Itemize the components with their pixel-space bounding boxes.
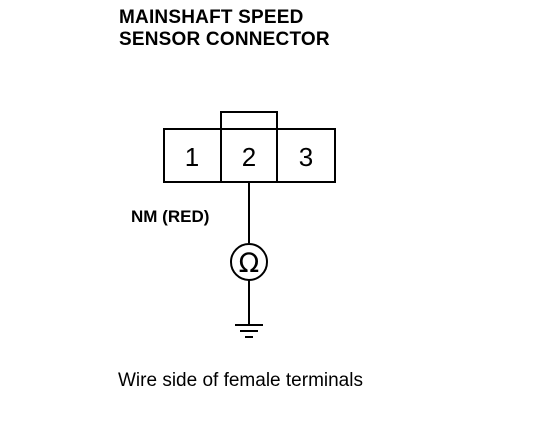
title-line-1: MAINSHAFT SPEED (119, 7, 304, 28)
diagram-title: MAINSHAFT SPEED SENSOR CONNECTOR (119, 7, 330, 51)
terminal-1-label: 1 (185, 142, 199, 172)
diagram-caption: Wire side of female terminals (118, 370, 363, 391)
terminal-3-label: 3 (299, 142, 313, 172)
wire-color-label: NM (RED) (131, 207, 209, 226)
connector-lock-tab (220, 111, 278, 131)
title-line-2: SENSOR CONNECTOR (119, 29, 330, 50)
connector-housing (163, 128, 336, 183)
terminal-2-label: 2 (242, 142, 256, 172)
ground-icon (235, 324, 263, 338)
ohm-icon: Ω (239, 248, 260, 279)
